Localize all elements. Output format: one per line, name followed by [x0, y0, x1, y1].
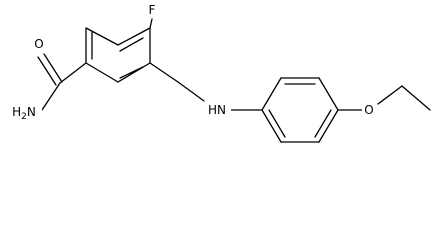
- bond-oxygen-ch2: [377, 85, 403, 105]
- ring-b: [261, 77, 339, 143]
- structure-canvas: F O H2N HN O: [6, 2, 431, 143]
- bond-carbonyl-o-2: [37, 56, 57, 86]
- bond-b1-b2: [261, 77, 282, 111]
- bond-carbonyl-o-1: [43, 53, 63, 83]
- bond-a3-a4: [117, 62, 151, 83]
- amide-oxygen-label-bg: [33, 36, 45, 51]
- bond-a6-a1: [85, 27, 119, 46]
- bond-a-inner-2: [119, 66, 144, 79]
- bond-a1-a2: [117, 27, 151, 46]
- bond-b4-b5: [318, 109, 339, 143]
- ether-oxygen-label-bg: [362, 102, 376, 118]
- fluorine-label: F: [149, 3, 156, 17]
- atom-labels: F O H2N HN O: [6, 2, 376, 122]
- bond-ring-ch2: [149, 62, 179, 83]
- bond-ring-fluorine: [149, 18, 153, 29]
- bond-ch2-nh: [177, 81, 205, 102]
- bond-carbonyl-n: [41, 82, 61, 111]
- amine-label: HN: [208, 103, 226, 117]
- bond-b-inner-2: [314, 109, 332, 138]
- bond-ch2-ch3: [401, 85, 431, 111]
- ethoxy-group: [337, 85, 431, 111]
- bond-ring-carbonyl: [59, 62, 87, 84]
- molecule-structure: F O H2N HN O: [6, 2, 431, 143]
- amide-oxygen-label: O: [34, 37, 43, 51]
- fluorine-label-bg: [146, 2, 158, 16]
- bond-b6-b1: [261, 109, 282, 143]
- ether-oxygen-label: O: [364, 103, 373, 117]
- bond-a4-a5: [85, 62, 119, 83]
- amide-group: [37, 53, 87, 111]
- amide-nitrogen-label: H2N: [12, 105, 36, 122]
- methylene-linker: [149, 62, 263, 111]
- bond-a-inner-1: [119, 37, 144, 52]
- ring-a: [85, 27, 151, 83]
- amide-nitrogen-label-bg: [6, 104, 42, 120]
- amine-label-bg: [203, 102, 231, 118]
- bond-b3-b4: [318, 77, 339, 111]
- bond-b-inner-3: [268, 109, 286, 138]
